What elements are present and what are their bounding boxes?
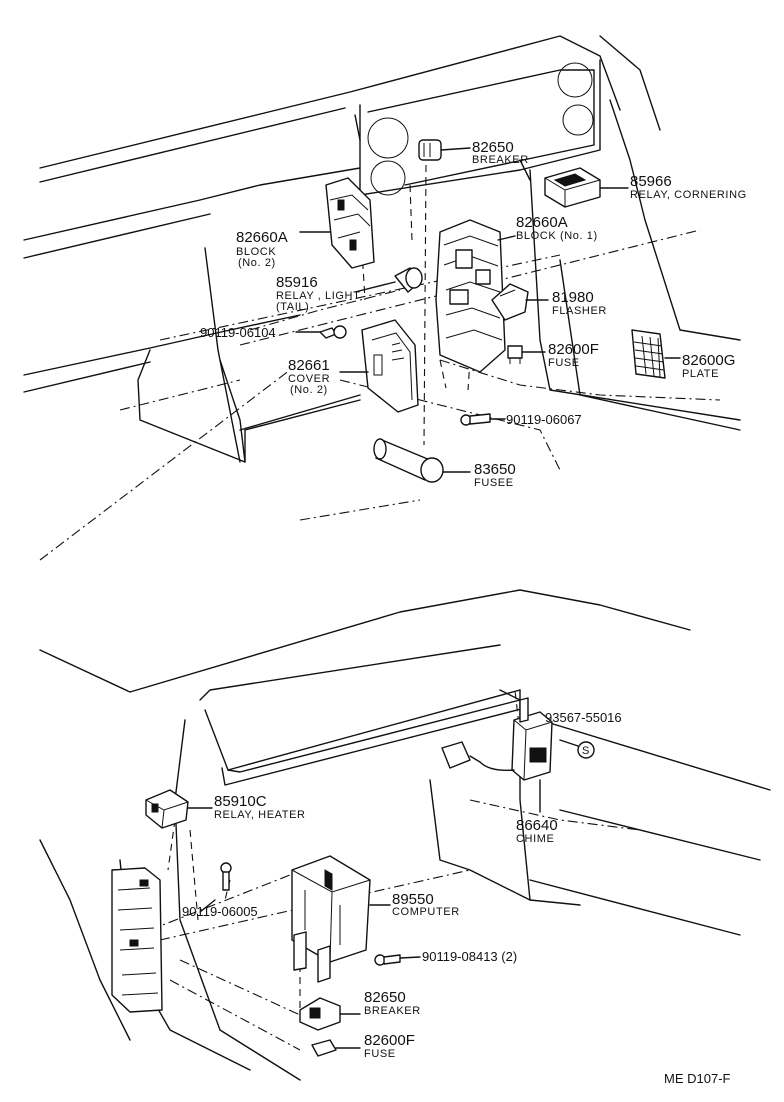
- callout-desc: RELAY, CORNERING: [630, 189, 747, 201]
- callout-desc: (TAIL): [276, 301, 309, 313]
- dashboard-outline: [23, 35, 741, 463]
- callout-desc: FUSE: [548, 357, 580, 369]
- screw-90119-06104: [295, 325, 347, 339]
- breaker-82650-top: [418, 139, 471, 161]
- callout-number: 82600F: [548, 341, 599, 358]
- relay-heater-85910c: [145, 789, 213, 829]
- fuse-plate-82600g: [631, 329, 681, 379]
- screw-90119-06067: [460, 413, 506, 426]
- callout-desc: BREAKER: [364, 1005, 421, 1017]
- callout-desc: (No. 2): [238, 257, 276, 269]
- svg-text:S: S: [582, 745, 590, 757]
- callout-number: 82600F: [364, 1032, 415, 1049]
- fuse-82600f-bottom: [311, 1039, 361, 1057]
- callout-number: 90119-06104: [200, 325, 276, 340]
- bottom-phantom-lines: [149, 689, 641, 1051]
- callout-desc: (No. 2): [290, 384, 328, 396]
- callout-desc: FUSE: [364, 1048, 396, 1060]
- computer-89550: [291, 855, 391, 983]
- cover-82661: [339, 319, 419, 413]
- standard-part-mark: S: [559, 739, 595, 759]
- callout-desc: COMPUTER: [392, 906, 460, 918]
- callout-desc: FLASHER: [552, 305, 607, 317]
- callout-number: 90119-06067: [506, 412, 582, 427]
- lower-junction-block: [111, 867, 163, 1013]
- callout-desc: PLATE: [682, 368, 719, 380]
- callout-number: 82660A: [236, 229, 288, 246]
- callout-number: 90119-08413 (2): [422, 949, 517, 964]
- callout-number: 85910C: [214, 793, 267, 810]
- callout-number: 82600G: [682, 352, 735, 369]
- relay-light-tail-85916: [354, 267, 423, 293]
- relay-cornering-85966: [544, 167, 629, 208]
- callout-number: 82650: [472, 139, 514, 156]
- breaker-82650-bottom: [299, 997, 361, 1031]
- callout-number: 93567-55016: [545, 710, 622, 725]
- lower-dash-outline: [39, 589, 771, 1081]
- fusee-83650: [373, 438, 471, 483]
- junction-block-no2: [299, 177, 375, 269]
- flasher-81980: [491, 283, 549, 321]
- callout-desc: RELAY , LIGHT: [276, 290, 360, 302]
- callout-desc: COVER: [288, 373, 330, 385]
- callout-number: 83650: [474, 461, 516, 478]
- callout-desc: CHIME: [516, 833, 554, 845]
- callout-number: 86640: [516, 817, 558, 834]
- callout-number: 90119-06005: [182, 904, 258, 919]
- callout-desc: BLOCK (No. 1): [516, 230, 598, 242]
- chime-86640: [441, 697, 553, 813]
- callout-desc: BREAKER: [472, 154, 529, 166]
- callout-number: 89550: [392, 891, 434, 908]
- diagram-code: ME D107-F: [664, 1071, 731, 1086]
- callout-number: 85916: [276, 274, 318, 291]
- screw-90119-06005: [199, 862, 232, 913]
- fuse-82600f-top: [507, 345, 546, 364]
- callout-desc: RELAY, HEATER: [214, 809, 306, 821]
- callout-number: 81980: [552, 289, 594, 306]
- callout-number: 85966: [630, 173, 672, 190]
- callout-desc: FUSEE: [474, 477, 514, 489]
- callout-number: 82660A: [516, 214, 568, 231]
- junction-block-no1: [435, 219, 516, 373]
- callout-desc: BLOCK: [236, 246, 276, 258]
- callout-labels: 82650 BREAKER 85966 RELAY, CORNERING 826…: [182, 139, 747, 1086]
- callout-number: 82661: [288, 357, 330, 374]
- screws-90119-08413: [374, 954, 421, 966]
- callout-number: 82650: [364, 989, 406, 1006]
